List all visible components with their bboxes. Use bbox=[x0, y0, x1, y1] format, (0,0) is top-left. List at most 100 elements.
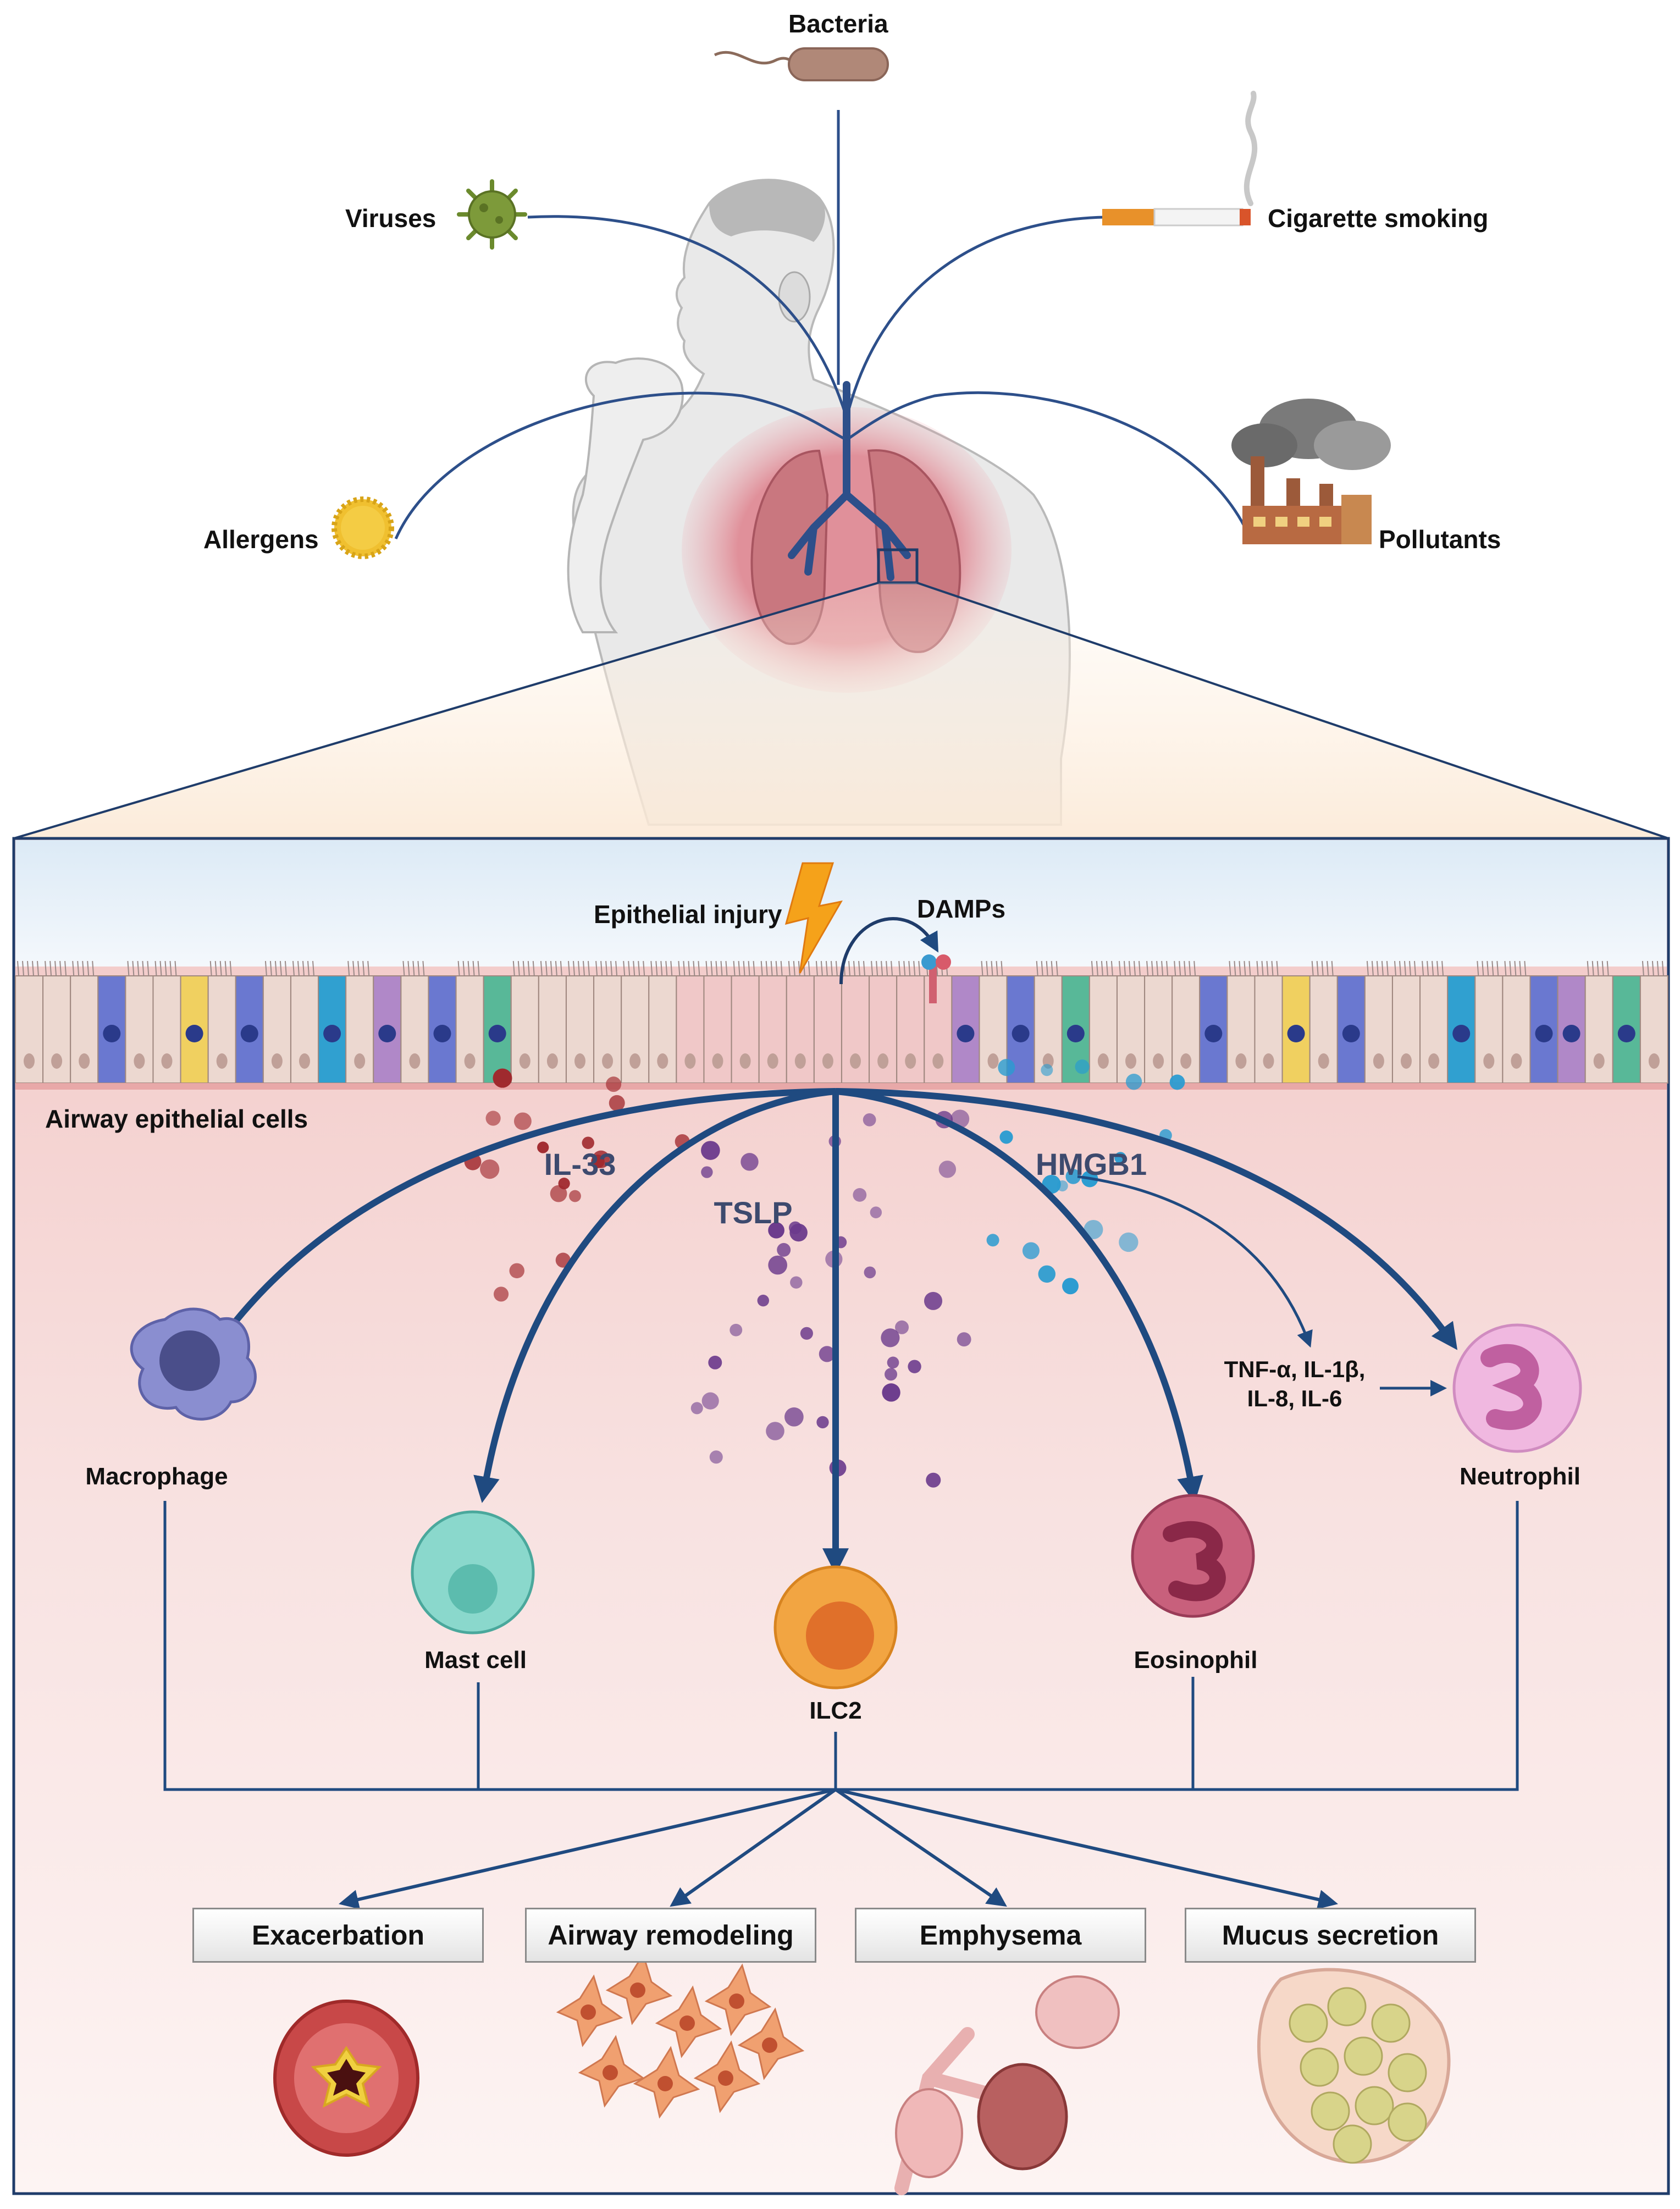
cilium bbox=[37, 960, 39, 976]
damps-label: DAMPs bbox=[917, 894, 1006, 923]
cell-nucleus bbox=[739, 1053, 751, 1069]
viruses-curve bbox=[527, 215, 848, 418]
cilium bbox=[991, 960, 993, 976]
ilc2-label: ILC2 bbox=[809, 1697, 862, 1724]
cilium bbox=[1096, 960, 1098, 976]
cytokine-particle bbox=[784, 1407, 804, 1427]
cilium bbox=[1146, 960, 1149, 976]
cytokine-particle bbox=[1065, 1169, 1081, 1184]
cytokine-particle bbox=[864, 1266, 876, 1279]
cilium bbox=[407, 960, 410, 976]
cilium bbox=[1189, 960, 1191, 976]
cilium bbox=[981, 960, 983, 976]
cell-nucleus bbox=[602, 1053, 614, 1069]
cilium bbox=[1179, 960, 1181, 976]
cytokine-particle bbox=[513, 1112, 532, 1130]
cilium bbox=[22, 960, 24, 976]
cell-nucleus bbox=[794, 1053, 806, 1069]
airway-epithelial-cells-label: Airway epithelial cells bbox=[45, 1104, 308, 1133]
arrow-to-eosinophil bbox=[835, 1088, 1203, 1503]
cytokine-particle bbox=[870, 1206, 882, 1218]
cilium bbox=[545, 960, 548, 976]
cilium bbox=[760, 960, 763, 976]
cilium bbox=[274, 960, 277, 976]
cell-nucleus bbox=[712, 1053, 723, 1069]
cilium bbox=[898, 960, 901, 976]
cytokine-particle bbox=[926, 1472, 941, 1488]
eosinophil-cell bbox=[1131, 1494, 1255, 1618]
cilium bbox=[913, 960, 916, 976]
cilium bbox=[164, 960, 167, 976]
cilium bbox=[1376, 960, 1379, 976]
viruses-label: Viruses bbox=[345, 204, 436, 233]
mast-cell bbox=[411, 1510, 535, 1634]
cilium bbox=[402, 960, 405, 976]
mucus-acinus bbox=[1327, 1987, 1367, 2026]
cilium bbox=[1161, 960, 1164, 976]
cell-nucleus bbox=[1342, 1025, 1360, 1042]
cilium bbox=[422, 960, 425, 976]
cilium bbox=[1432, 960, 1434, 976]
cilium bbox=[1414, 960, 1416, 976]
cilium bbox=[798, 960, 800, 976]
cilium bbox=[77, 960, 80, 976]
cell-nucleus bbox=[1511, 1053, 1522, 1069]
cilium bbox=[670, 960, 673, 976]
cytokine-particle bbox=[606, 1076, 622, 1092]
cilium bbox=[1386, 960, 1389, 976]
cytokine-particle bbox=[777, 1242, 791, 1257]
cytokine-particle bbox=[881, 1328, 900, 1348]
epithelial-cell bbox=[841, 975, 870, 1084]
damps-receptor-icon bbox=[921, 954, 951, 1003]
cytokine-particle bbox=[609, 1095, 625, 1111]
cilium bbox=[540, 960, 543, 976]
cilium bbox=[307, 960, 310, 976]
cilium bbox=[1244, 960, 1246, 976]
cytokine-particle bbox=[887, 1356, 899, 1369]
cilium bbox=[1596, 960, 1599, 976]
cilium bbox=[698, 960, 700, 976]
cilium bbox=[27, 960, 29, 976]
cilium bbox=[132, 960, 135, 976]
cytokine-particle bbox=[509, 1263, 524, 1279]
cilium bbox=[72, 960, 75, 976]
cell-nucleus bbox=[1617, 1025, 1635, 1042]
allergens-label: Allergens bbox=[203, 525, 319, 554]
cilium bbox=[1409, 960, 1411, 976]
tslp-label: TSLP bbox=[714, 1195, 793, 1230]
cell-nucleus bbox=[905, 1053, 916, 1069]
cilium bbox=[573, 960, 575, 976]
cell-nucleus bbox=[1180, 1053, 1192, 1069]
cilium bbox=[891, 960, 893, 976]
cilium bbox=[595, 960, 598, 976]
cilium bbox=[174, 960, 177, 976]
cell-nucleus bbox=[79, 1053, 90, 1069]
cilium bbox=[284, 960, 287, 976]
hair bbox=[709, 180, 825, 242]
cell-nucleus bbox=[271, 1053, 283, 1069]
cytokine-particle bbox=[789, 1221, 802, 1234]
fibroblast-nucleus bbox=[581, 2004, 596, 2020]
mucus-acinus bbox=[1300, 2047, 1339, 2087]
cell-nucleus bbox=[161, 1053, 173, 1069]
cilium bbox=[412, 960, 415, 976]
mucus-acinus bbox=[1344, 2036, 1383, 2076]
mucus-acinus bbox=[1388, 2053, 1427, 2092]
cilium bbox=[1129, 960, 1131, 976]
cilium bbox=[1326, 960, 1329, 976]
cell-nucleus bbox=[822, 1053, 833, 1069]
fibroblast-nucleus bbox=[603, 2065, 618, 2080]
cytokine-particle bbox=[882, 1383, 900, 1402]
cilium bbox=[903, 960, 906, 976]
cilium bbox=[1091, 960, 1093, 976]
cilium bbox=[1514, 960, 1517, 976]
cell-nucleus bbox=[1535, 1025, 1553, 1042]
cilium bbox=[467, 960, 470, 976]
cilium bbox=[367, 960, 370, 976]
cilium bbox=[643, 960, 645, 976]
cilium bbox=[743, 960, 745, 976]
cilium bbox=[996, 960, 998, 976]
mucus-acinus bbox=[1333, 2124, 1372, 2164]
cilium bbox=[1051, 960, 1053, 976]
